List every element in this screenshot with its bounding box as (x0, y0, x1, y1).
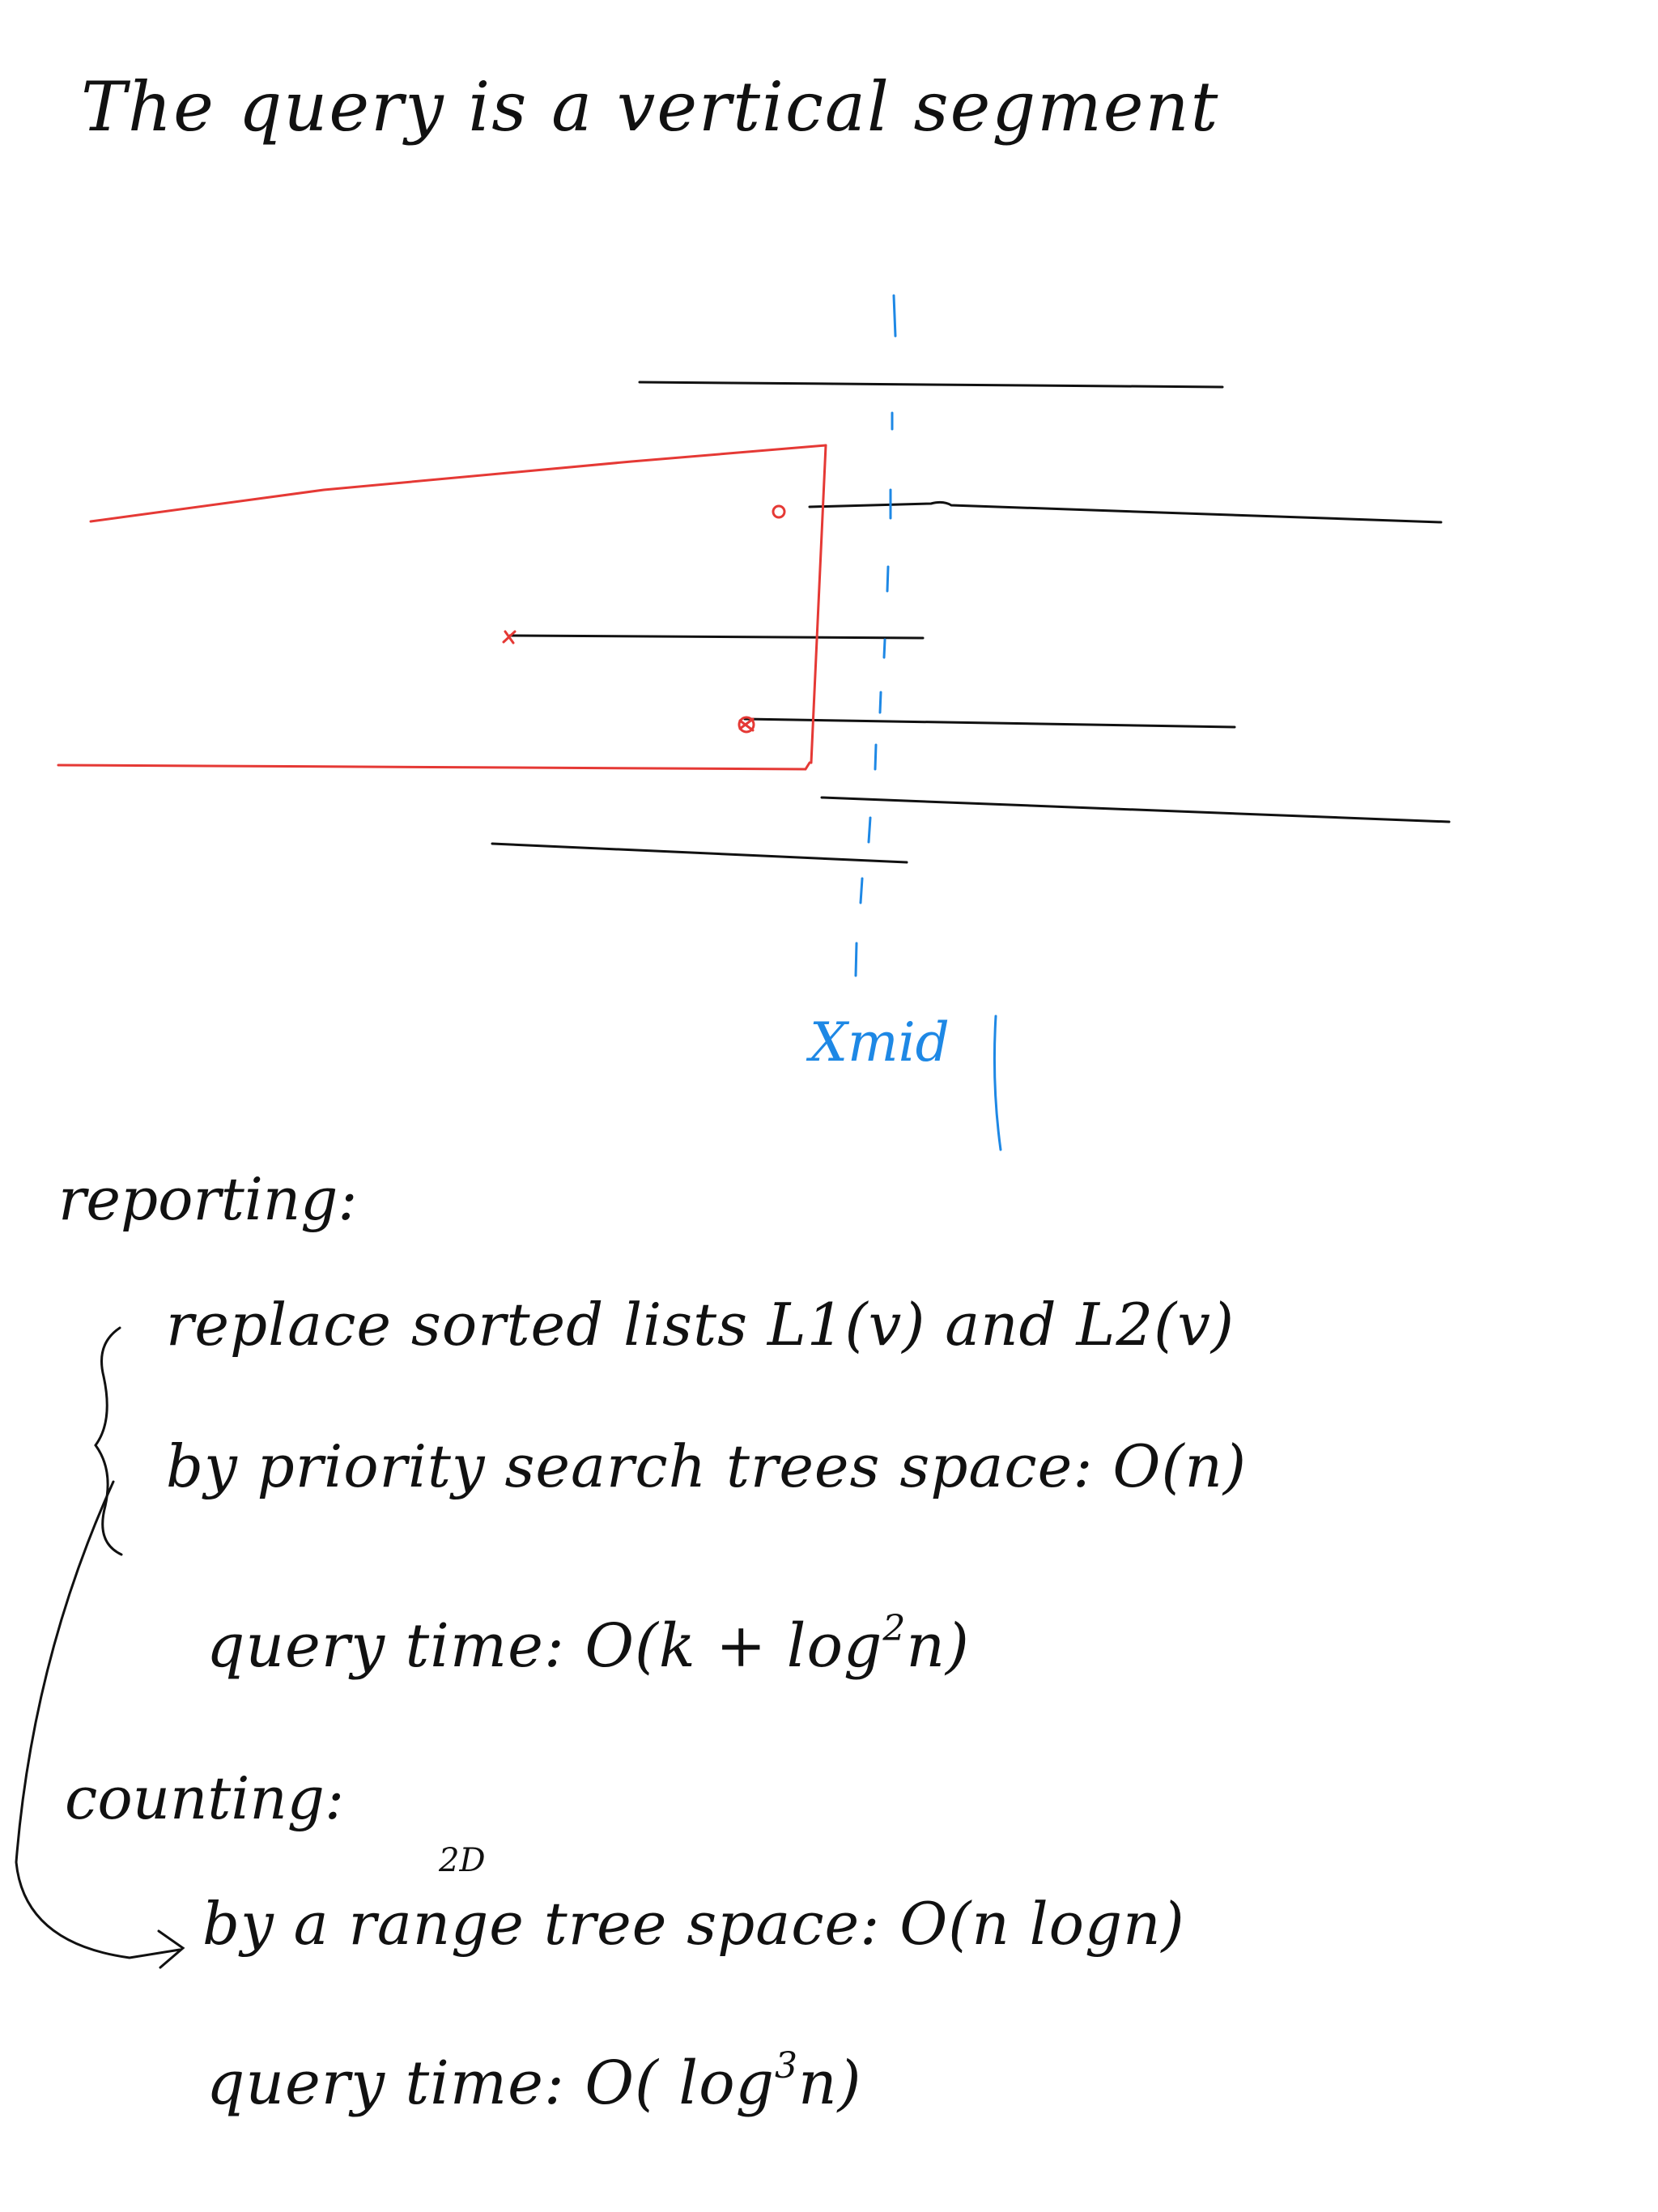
red-bottom-boundary (57, 761, 811, 771)
counting-query-exponent: 3 (775, 2045, 798, 2087)
connector-curve (15, 1480, 181, 1959)
arrow-head (157, 1929, 185, 1969)
segment-4 (743, 717, 1236, 729)
reporting-line-1: replace sorted lists L1(v) and L2(v) (166, 1291, 1235, 1359)
counting-query-time: query time: O( log3n) (206, 2045, 862, 2114)
counting-query-prefix: query time: O( log (206, 2048, 775, 2118)
reporting-query-exponent: 2 (882, 1608, 907, 1649)
brace-and-arrow (15, 1326, 185, 1969)
red-strokes (57, 444, 827, 771)
annotation-2d: 2D (439, 1842, 486, 1879)
xmid-dashed-line (854, 294, 1002, 1151)
reporting-query-time: query time: O(k + log2n) (206, 1608, 970, 1677)
reporting-query-suffix: n) (906, 1611, 970, 1681)
segment-5 (820, 796, 1451, 823)
red-top-boundary (89, 444, 827, 523)
xmid-label: Xmid (810, 1011, 950, 1074)
segment-3 (508, 634, 925, 640)
curly-brace (94, 1326, 123, 1556)
red-endpoint-2 (502, 630, 517, 644)
counting-line-1: by a range tree space: O(n logn) (202, 1890, 1185, 1958)
counting-heading: counting: (65, 1764, 345, 1832)
segment-1 (638, 381, 1224, 389)
reporting-heading: reporting: (58, 1165, 358, 1233)
segment-2 (808, 500, 1443, 524)
counting-query-suffix: n) (798, 2048, 862, 2118)
red-vertical-boundary (810, 444, 827, 764)
page-title: The query is a vertical segment (81, 67, 1220, 147)
reporting-query-prefix: query time: O(k + log (206, 1611, 883, 1681)
red-endpoint-3 (738, 716, 755, 734)
reporting-line-2: by priority search trees space: O(n) (166, 1432, 1247, 1500)
red-endpoint-1 (772, 504, 786, 519)
segment-6 (491, 842, 908, 864)
black-segments (491, 381, 1451, 864)
